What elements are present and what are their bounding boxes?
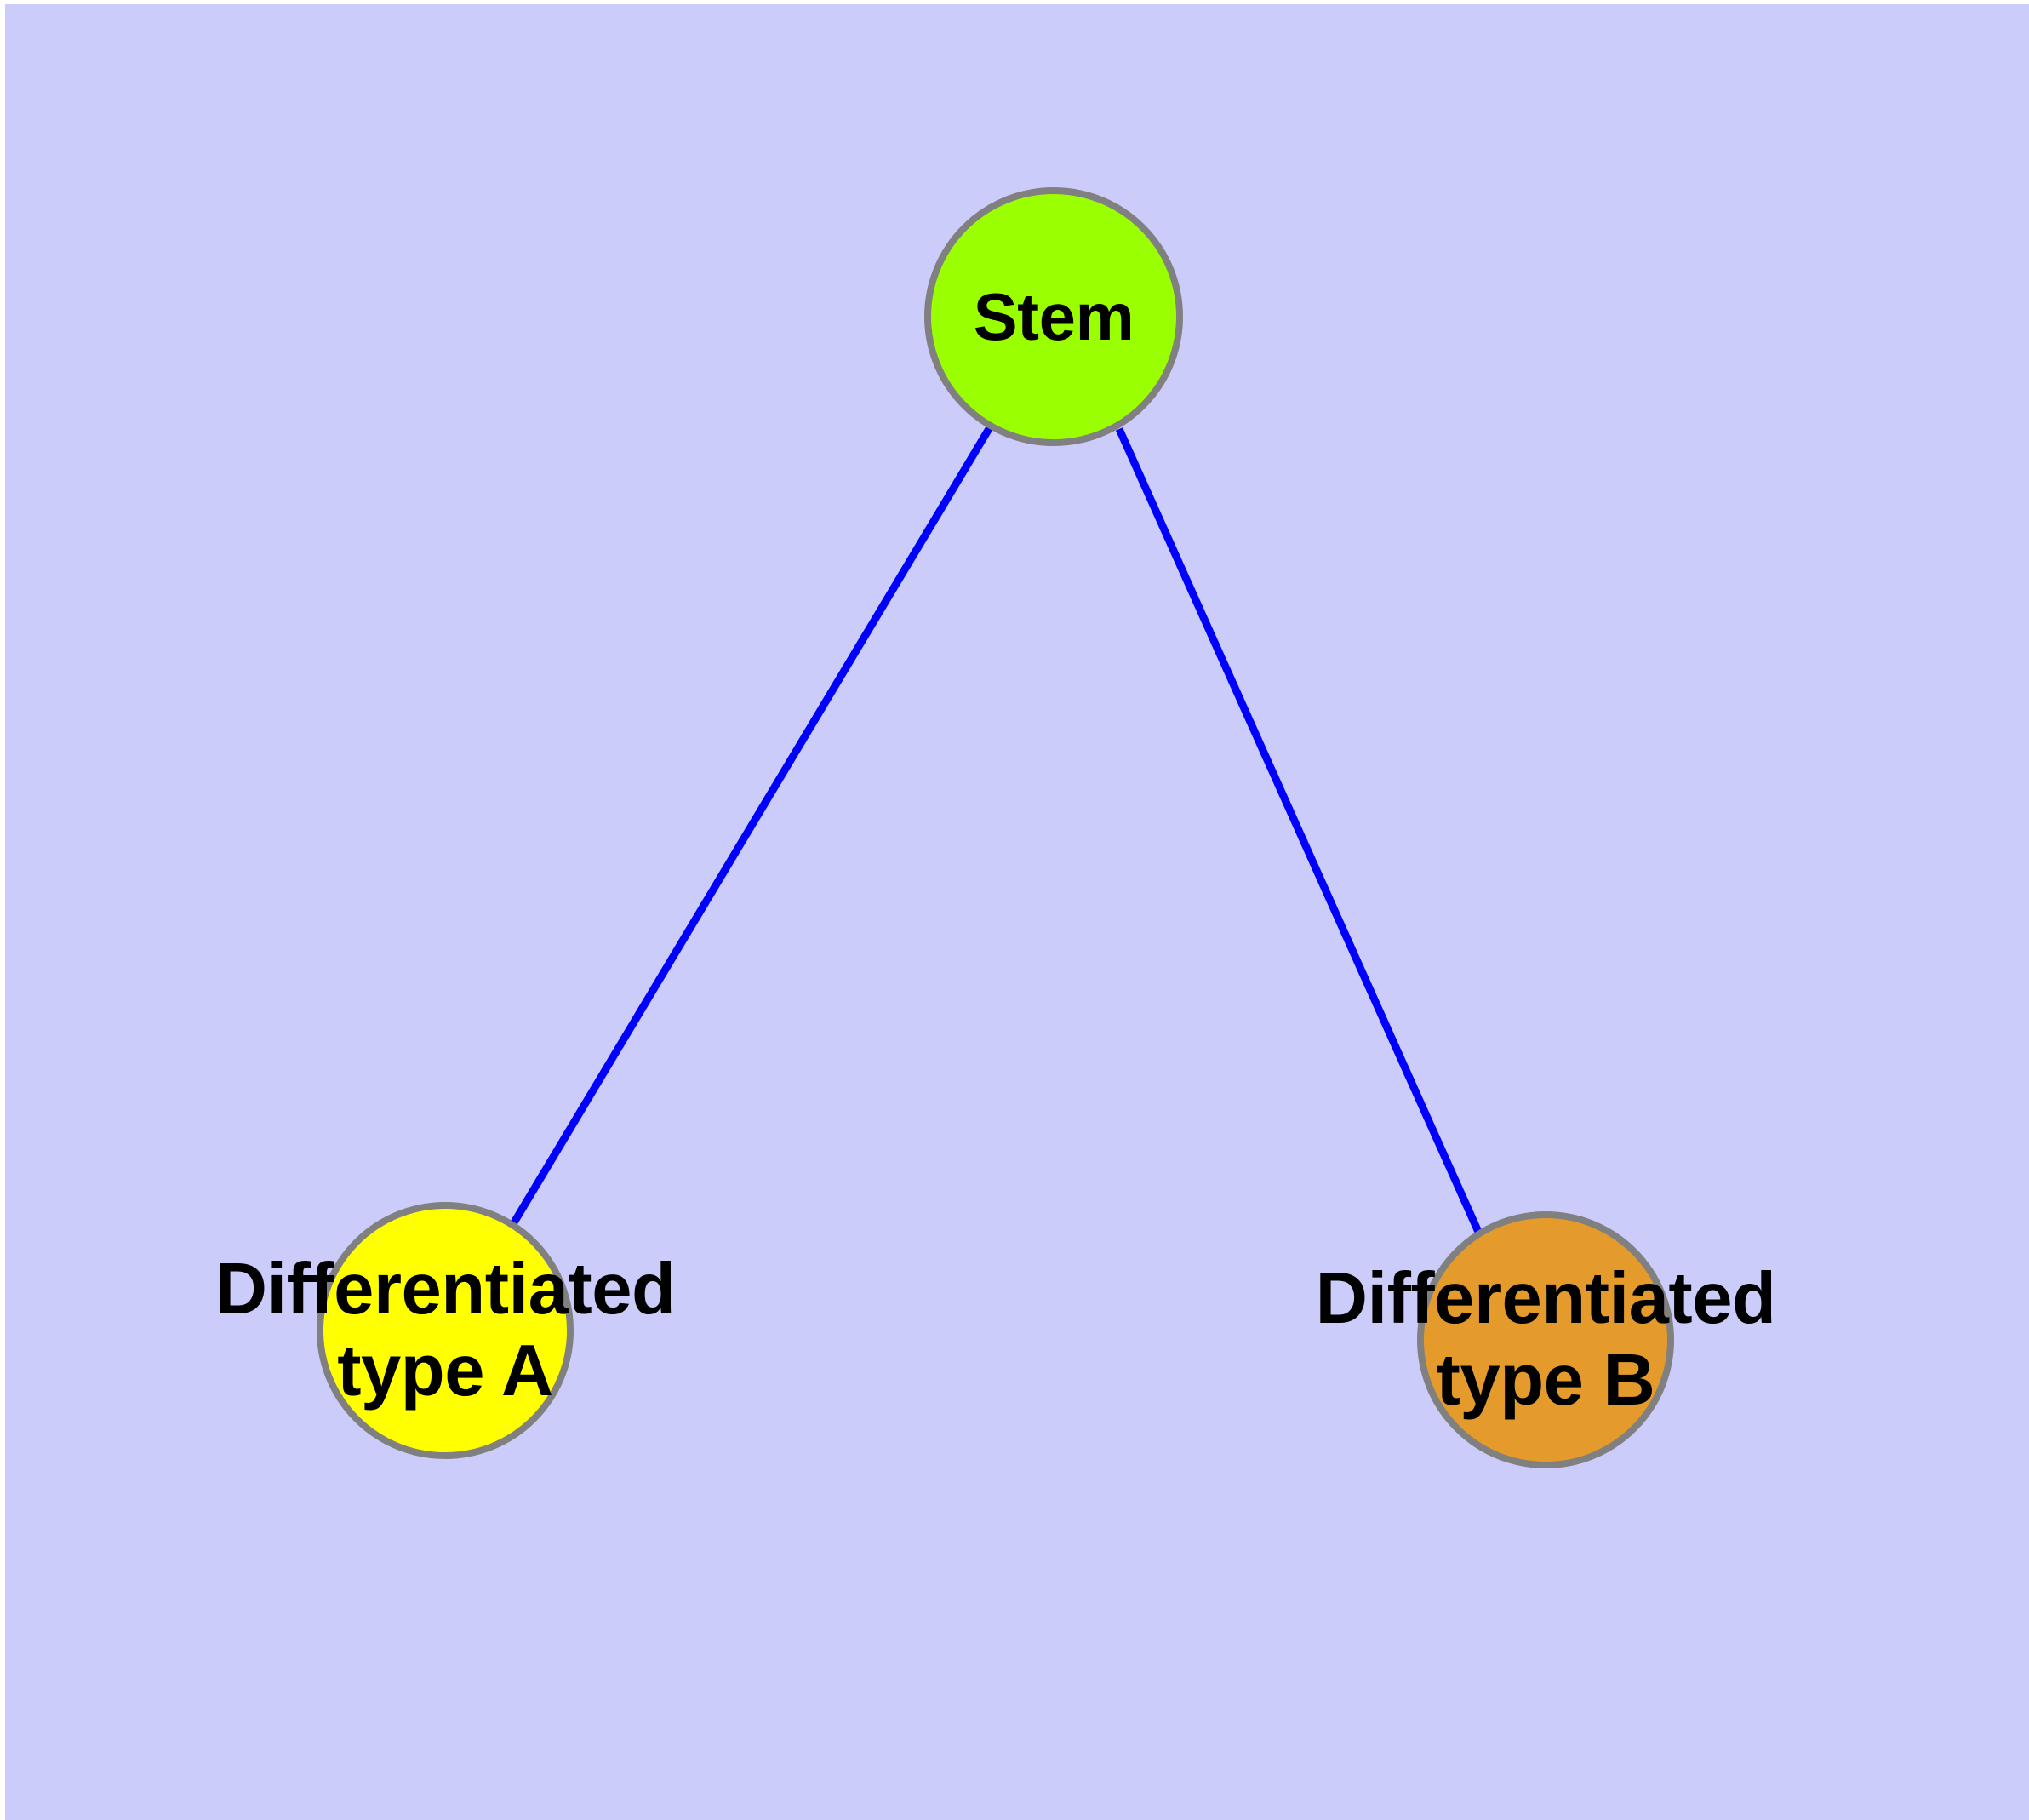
node-diff-a-circle[interactable]	[317, 1202, 574, 1459]
node-stem-circle[interactable]	[924, 187, 1183, 446]
edge-layer	[511, 425, 1483, 1233]
node-layer	[317, 187, 1674, 1468]
edge-stem-to-diff-b	[1115, 427, 1483, 1233]
node-diff-b-circle[interactable]	[1417, 1211, 1674, 1468]
edge-stem-to-diff-a	[511, 425, 993, 1225]
